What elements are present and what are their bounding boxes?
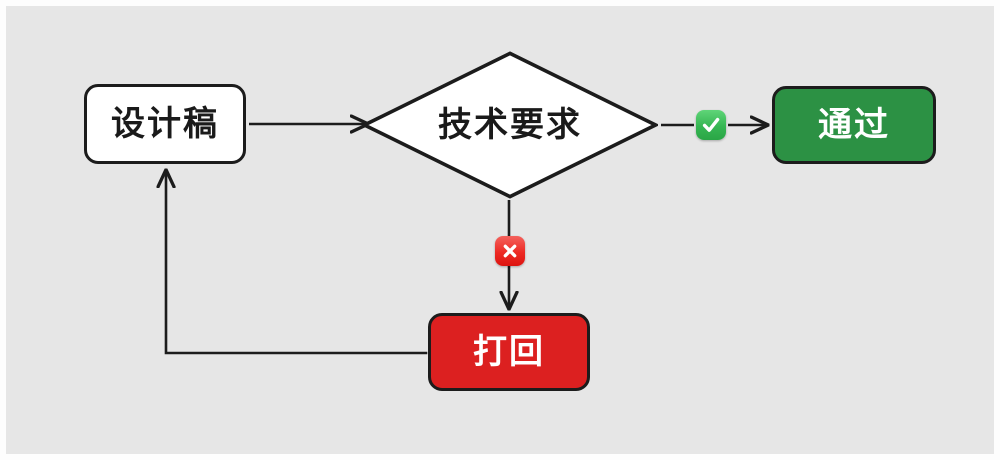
node-design-draft-label: 设计稿 xyxy=(111,105,219,143)
node-tech-requirement[interactable]: 技术要求 xyxy=(362,51,658,199)
check-mark-button-icon xyxy=(696,110,726,140)
diamond-shape-icon xyxy=(362,51,658,199)
node-reject-label: 打回 xyxy=(473,333,545,371)
node-tech-requirement-label: 技术要求 xyxy=(438,106,582,144)
node-design-draft[interactable]: 设计稿 xyxy=(84,84,246,164)
node-pass[interactable]: 通过 xyxy=(772,86,936,164)
cross-mark-button-icon xyxy=(495,236,525,266)
node-pass-label: 通过 xyxy=(818,106,890,144)
node-reject[interactable]: 打回 xyxy=(428,313,590,391)
